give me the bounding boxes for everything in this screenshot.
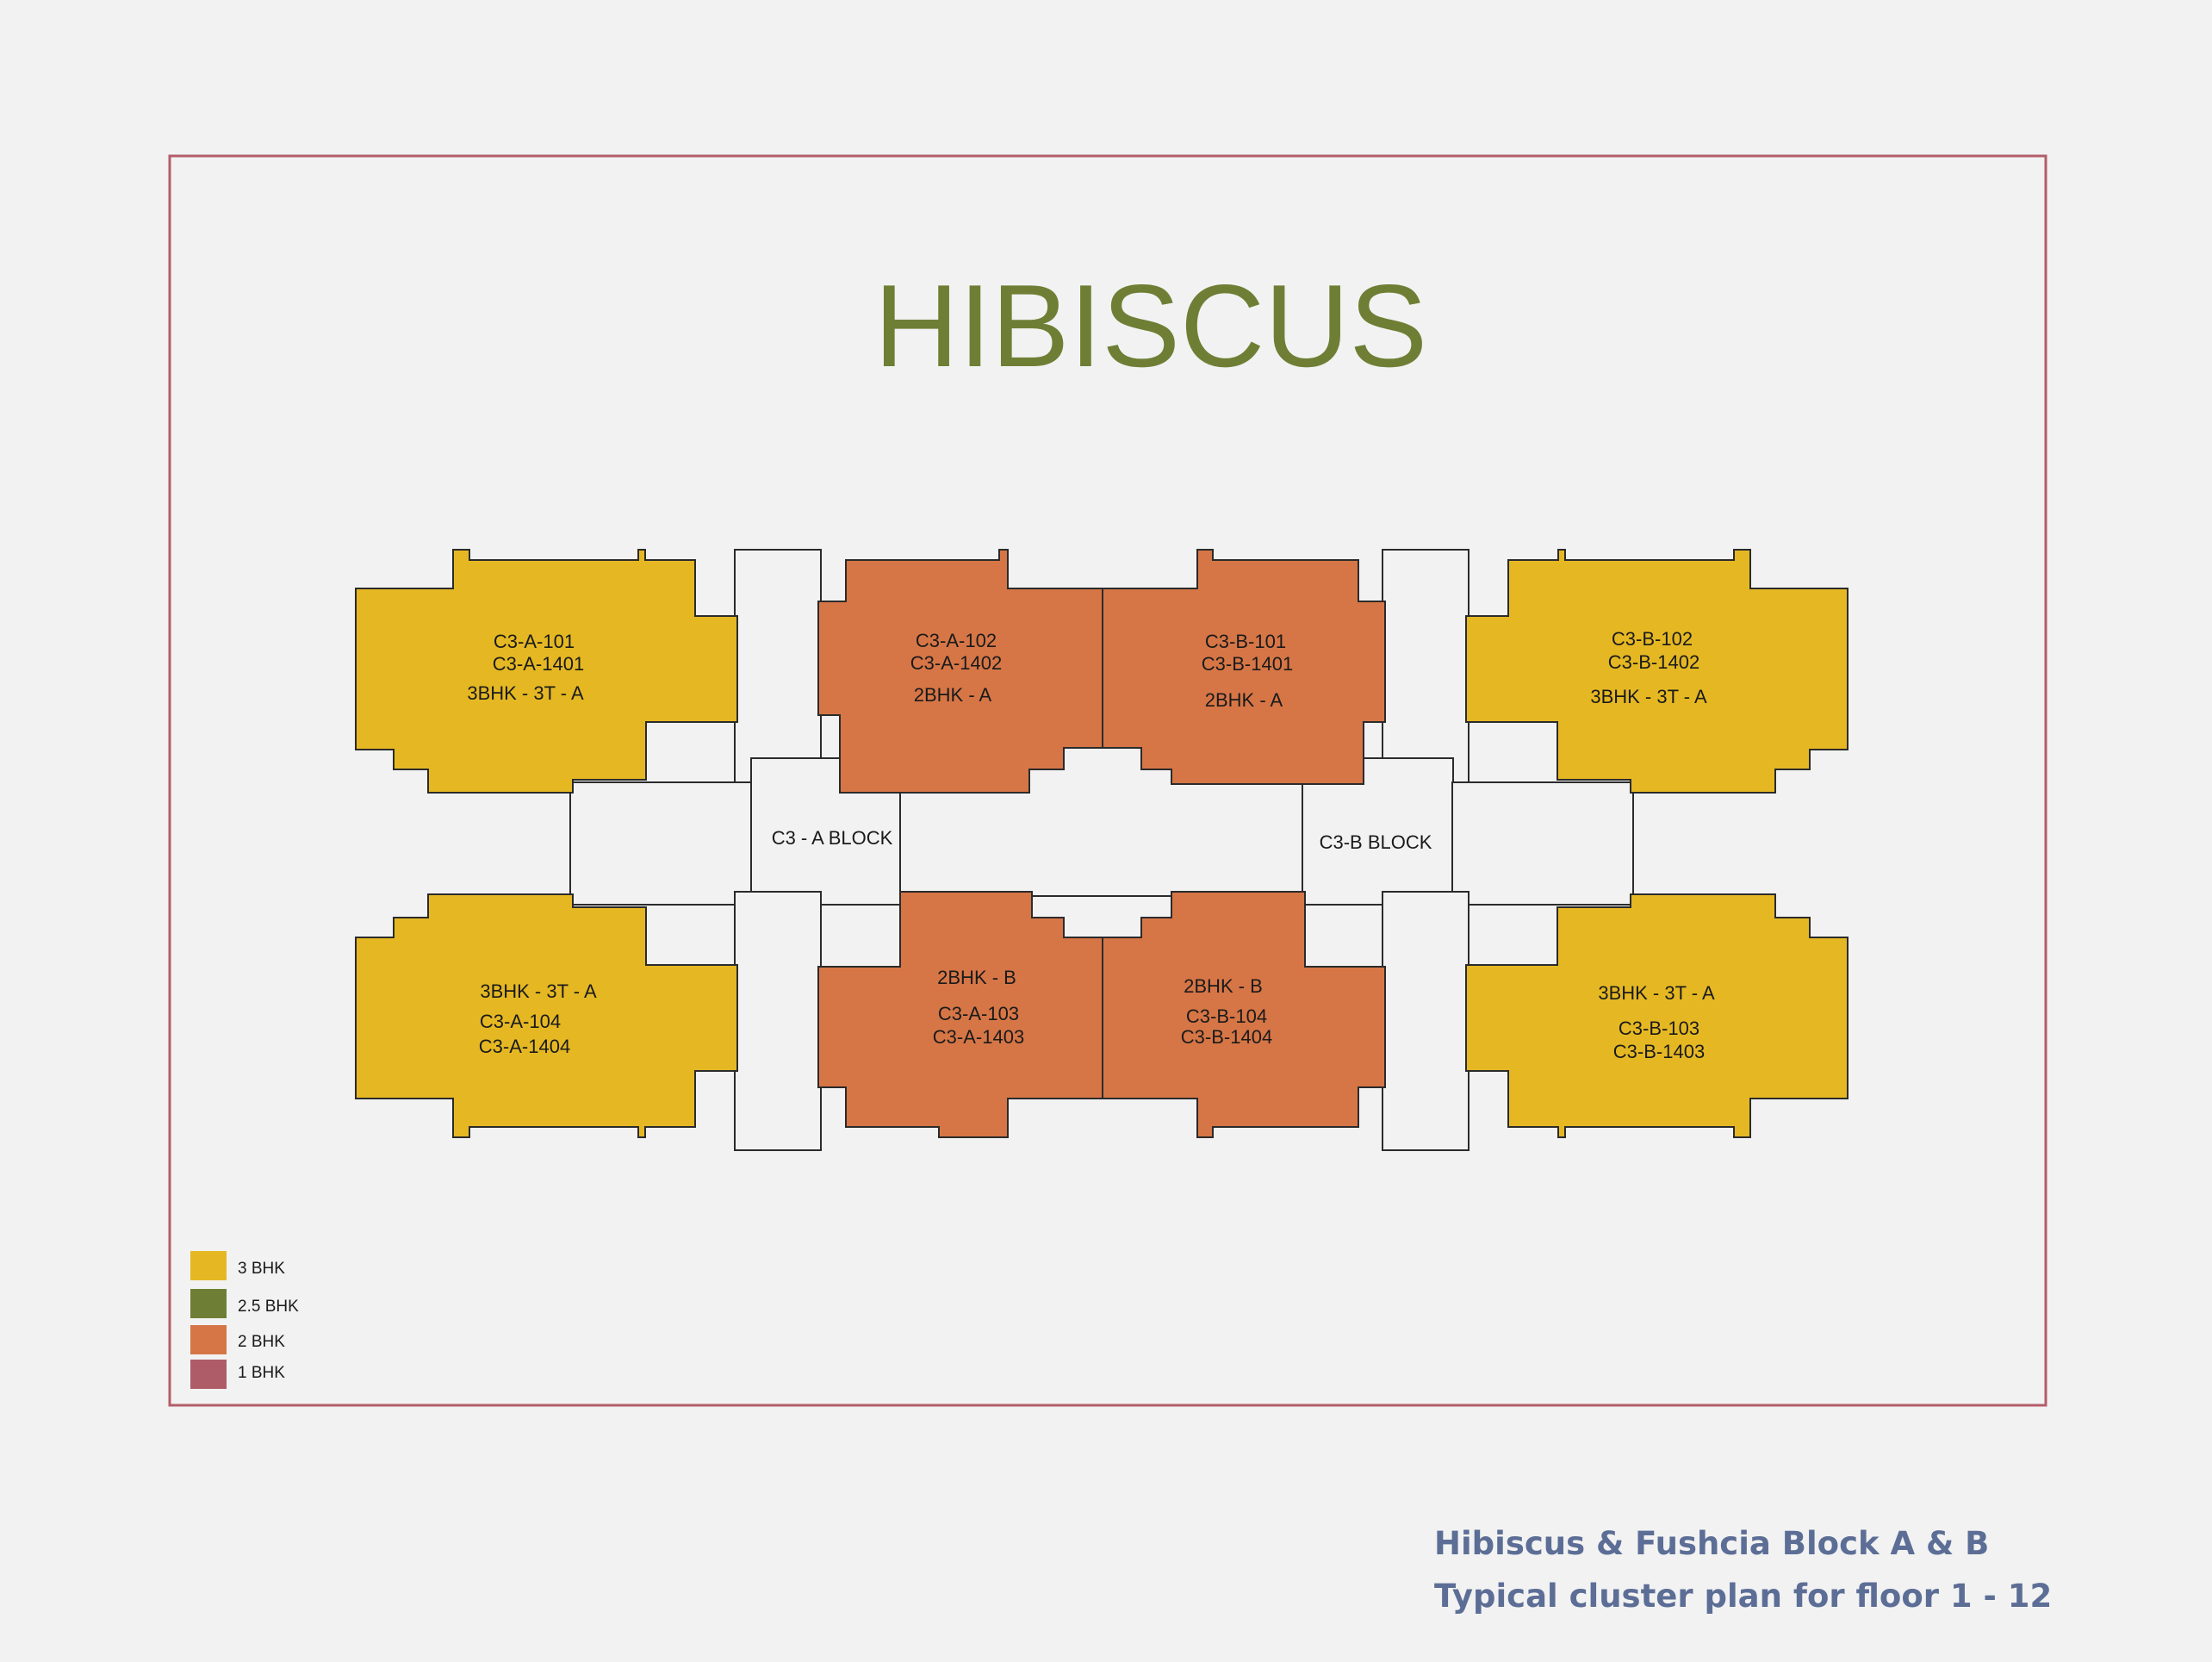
unit-label: C3-A-1401 [493, 653, 584, 675]
block-label-b: C3-B BLOCK [1320, 831, 1432, 853]
units-3bhk [355, 549, 1849, 1138]
unit-label: 2BHK - B [1184, 975, 1263, 997]
unit-label: 2BHK - B [937, 967, 1016, 988]
unit-label: C3-A-1403 [933, 1026, 1024, 1048]
corridor-right-mid [1451, 781, 1634, 906]
unit-label: C3-B-1401 [1202, 653, 1293, 675]
unit-label: C3-A-104 [480, 1011, 561, 1032]
unit-label: C3-A-1402 [910, 652, 1002, 674]
unit-c3-b-104 [1102, 891, 1386, 1138]
unit-label: 3BHK - 3T - A [467, 682, 584, 704]
unit-c3-a-104 [355, 893, 738, 1138]
unit-c3-b-101 [1102, 549, 1386, 785]
unit-label: C3-B-1404 [1181, 1026, 1272, 1048]
unit-label: 2BHK - A [1205, 689, 1283, 711]
unit-label: C3-B-101 [1205, 631, 1286, 652]
caption-line-2: Typical cluster plan for floor 1 - 12 [1434, 1578, 2053, 1615]
unit-c3-a-103 [817, 891, 1103, 1138]
legend-swatch-1bhk [190, 1360, 227, 1389]
unit-label: C3-B-104 [1186, 1005, 1267, 1027]
legend-swatch-2bhk [190, 1325, 227, 1354]
unit-labels: C3-A-101 C3-A-1401 3BHK - 3T - A C3-A-10… [467, 628, 1715, 1062]
unit-c3-b-103 [1465, 893, 1849, 1138]
unit-label: C3-A-102 [916, 630, 997, 651]
unit-label: C3-A-101 [494, 631, 575, 652]
unit-c3-b-102 [1465, 549, 1849, 794]
unit-label: 3BHK - 3T - A [1598, 982, 1715, 1004]
unit-label: C3-B-1403 [1613, 1041, 1705, 1062]
units-2bhk [817, 549, 1386, 1138]
unit-label: C3-B-103 [1619, 1018, 1699, 1039]
block-label-a: C3 - A BLOCK [772, 827, 893, 849]
corridor-left-bottom [734, 891, 822, 1151]
unit-label: C3-B-102 [1612, 628, 1693, 650]
unit-label: C3-B-1402 [1608, 651, 1699, 673]
unit-label: C3-A-1404 [479, 1036, 570, 1057]
legend-label: 2 BHK [238, 1333, 285, 1351]
legend-label: 3 BHK [238, 1260, 285, 1278]
caption-line-1: Hibiscus & Fushcia Block A & B [1434, 1525, 1990, 1562]
legend-swatch-2-5bhk [190, 1289, 227, 1318]
unit-label: C3-A-103 [938, 1003, 1019, 1024]
unit-c3-a-102 [817, 549, 1103, 794]
corridor-left-mid [569, 781, 752, 906]
unit-label: 2BHK - A [914, 684, 992, 706]
legend: 3 BHK 2.5 BHK 2 BHK 1 BHK [190, 1251, 299, 1389]
legend-label: 1 BHK [238, 1364, 285, 1382]
plan-title: HIBISCUS [874, 260, 1427, 391]
unit-c3-a-101 [355, 549, 738, 794]
corridors [569, 549, 1634, 1151]
legend-swatch-3bhk [190, 1251, 227, 1280]
legend-label: 2.5 BHK [238, 1298, 299, 1316]
plan-frame [168, 154, 2047, 1407]
unit-label: 3BHK - 3T - A [480, 980, 597, 1002]
unit-label: 3BHK - 3T - A [1590, 686, 1707, 707]
corridor-right-bottom [1382, 891, 1469, 1151]
